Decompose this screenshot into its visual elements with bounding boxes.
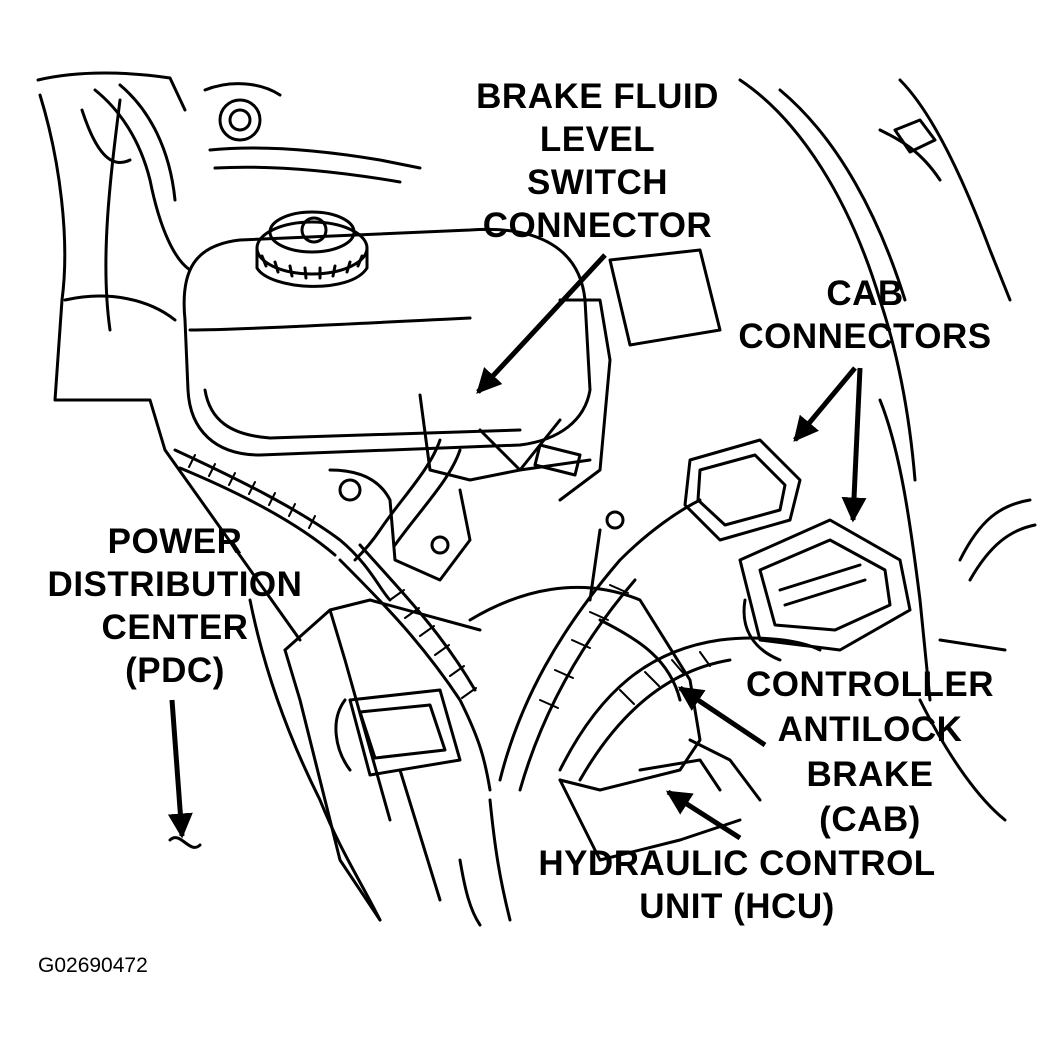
arrow-cab-connector-upper [793, 366, 857, 442]
label-line: DISTRIBUTION [47, 565, 303, 604]
label-line: (PDC) [125, 651, 225, 690]
label-line: UNIT (HCU) [639, 887, 835, 926]
leader-arrows [167, 253, 867, 841]
label-brake-fluid-level-switch-connector: BRAKE FLUID LEVEL SWITCH CONNECTOR [455, 75, 740, 247]
label-controller-antilock-brake: CONTROLLER ANTILOCK BRAKE (CAB) [725, 662, 1015, 842]
label-line: CONNECTOR [482, 206, 713, 245]
pdc-box [283, 598, 482, 922]
label-line: CONNECTORS [738, 317, 992, 356]
label-line: POWER [107, 522, 243, 561]
label-line: BRAKE [806, 755, 934, 794]
cab-connector-shapes [683, 438, 912, 662]
label-cab-connectors: CAB CONNECTORS [715, 272, 1015, 358]
label-line: CENTER [101, 608, 249, 647]
arrow-cab [677, 685, 767, 748]
label-line: SWITCH [526, 163, 669, 202]
wiring-harness [173, 398, 1037, 792]
fender-outline [36, 71, 302, 642]
label-line: HYDRAULIC CONTROL [538, 844, 936, 883]
arrow-cab-connector-lower [841, 367, 867, 523]
label-hydraulic-control-unit: HYDRAULIC CONTROL UNIT (HCU) [512, 842, 962, 928]
right-side-structure [608, 78, 1012, 822]
label-line: (CAB) [819, 800, 921, 839]
figure-id: G02690472 [38, 954, 148, 977]
label-line: CAB [826, 274, 904, 313]
label-line: ANTILOCK [777, 710, 963, 749]
arrow-hcu [665, 789, 742, 841]
label-power-distribution-center: POWER DISTRIBUTION CENTER (PDC) [25, 520, 325, 692]
label-line: LEVEL [539, 120, 656, 159]
label-line: BRAKE FLUID [476, 77, 719, 116]
arrow-brake-fluid-connector [476, 253, 607, 394]
label-line: CONTROLLER [745, 665, 995, 704]
arrow-pdc [167, 699, 193, 839]
harness-ribs [188, 454, 711, 709]
master-cylinder [328, 298, 612, 582]
upper-left-hoses [93, 82, 422, 272]
